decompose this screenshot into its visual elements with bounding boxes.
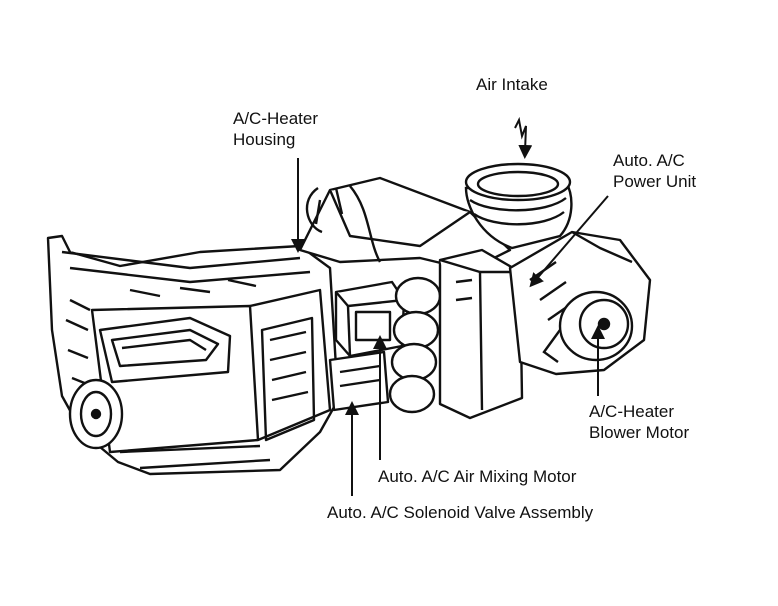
air-intake-label: Air Intake [476,74,548,95]
housing-text-line2: Housing [233,130,296,149]
power-unit-text-line2: Power Unit [613,172,697,191]
left-motor-drawing [68,378,124,450]
air-mixing-motor-text: Auto. A/C Air Mixing Motor [378,467,577,486]
power-unit-label: Auto. A/C Power Unit [613,150,696,192]
blower-text-line1: A/C-Heater [589,402,675,421]
power-unit-panel-drawing [438,248,524,420]
air-intake-text: Air Intake [476,75,548,94]
solenoid-valve-text: Auto. A/C Solenoid Valve Assembly [327,503,594,522]
housing-text-line1: A/C-Heater [233,109,319,128]
blower-motor-label: A/C-Heater Blower Motor [589,401,689,443]
solenoid-valve-label: Auto. A/C Solenoid Valve Assembly [327,502,593,523]
power-unit-leader [529,195,609,288]
mixing-motor-drawing [328,280,406,412]
air-intake-arrow [514,116,533,159]
air-mixing-motor-label: Auto. A/C Air Mixing Motor [378,466,576,487]
blower-text-line2: Blower Motor [589,423,690,442]
central-duct-drawing [298,176,512,272]
power-unit-text-line1: Auto. A/C [613,151,685,170]
leader-lines [291,116,609,496]
ac-heater-housing-label: A/C-Heater Housing [233,108,318,150]
air-intake-drawing [464,162,573,250]
grommet-stack-drawing [388,276,442,414]
